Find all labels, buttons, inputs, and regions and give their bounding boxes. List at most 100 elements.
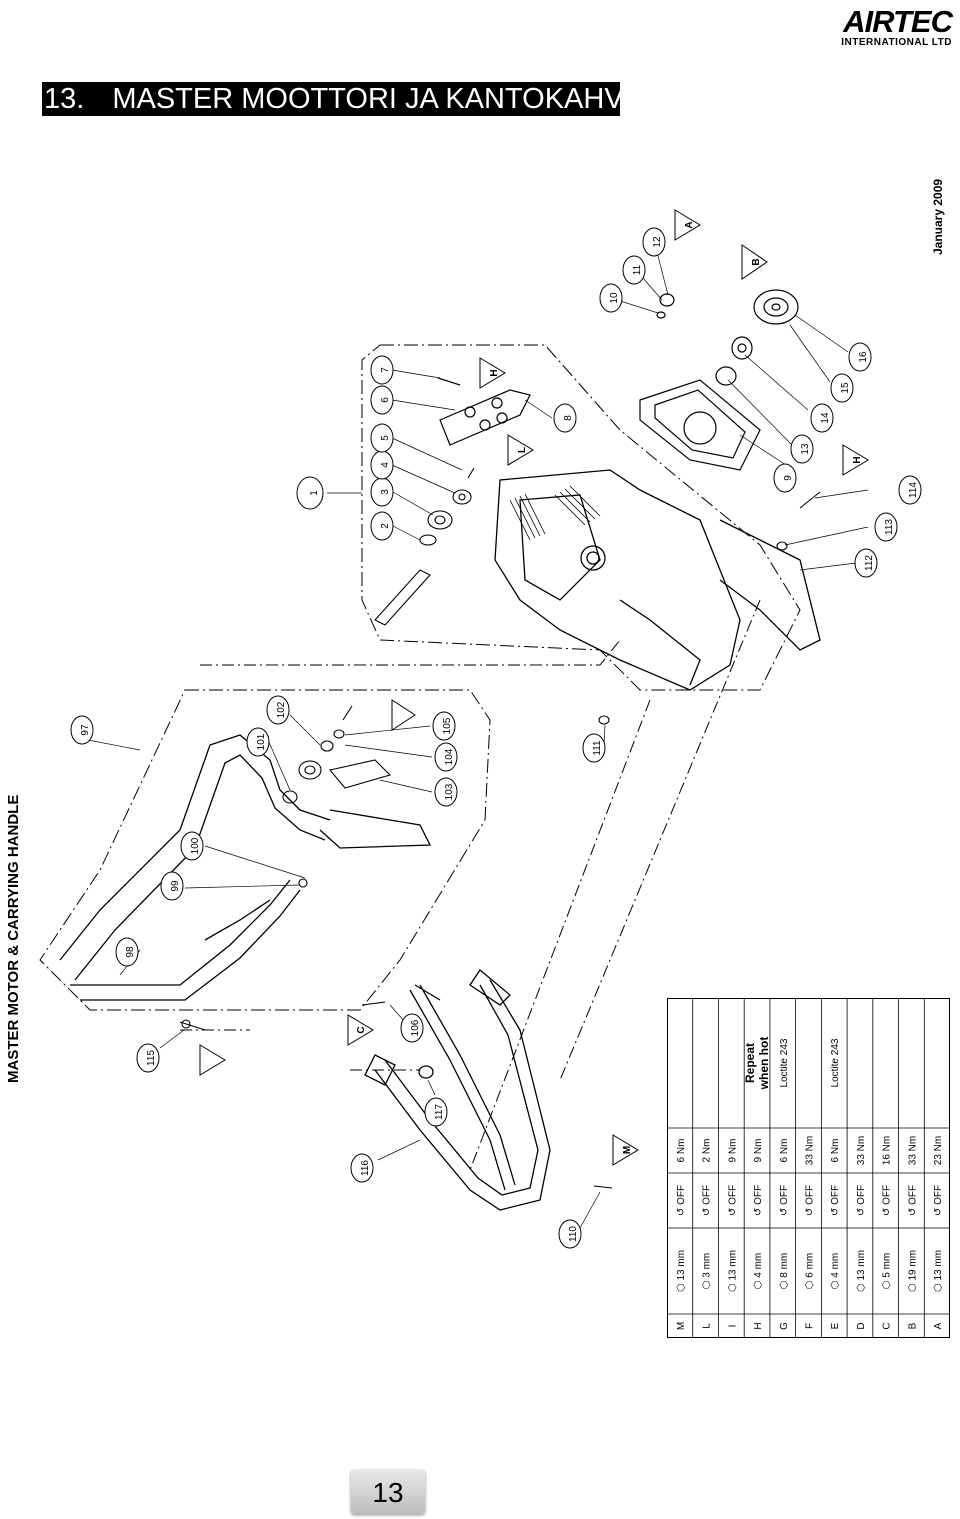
torque-torque-A: 23 Nm	[933, 1136, 944, 1165]
callout-114: 114	[908, 482, 919, 498]
callout-104: 104	[444, 748, 455, 765]
torque-tool-C: ⬡ 5 mm	[882, 1253, 893, 1290]
torque-tool-G: ⬡ 8 mm	[779, 1253, 790, 1290]
handle-hardware	[282, 705, 392, 888]
torque-tool-A: ⬡ 13 mm	[933, 1250, 944, 1292]
torque-tool-E: ⬡ 4 mm	[830, 1253, 841, 1290]
callout-1: 1	[309, 490, 320, 496]
callout-9: 9	[783, 475, 794, 481]
torque-torque-H: 9 Nm	[753, 1139, 764, 1163]
torque-ref-B: B	[907, 1322, 918, 1329]
callout-112: 112	[864, 555, 875, 571]
torque-torque-B: 33 Nm	[907, 1136, 918, 1165]
torque-tool-H: ⬡ 4 mm	[753, 1253, 764, 1290]
callout-113: 113	[884, 519, 895, 535]
torque-tool-I: ⬡ 13 mm	[727, 1250, 738, 1292]
torque-ref-H: H	[753, 1322, 764, 1329]
torque-tool-M: ⬡ 13 mm	[676, 1250, 687, 1292]
callout-115: 115	[146, 1050, 157, 1066]
handle-tube-97	[59, 734, 432, 1001]
callout-15: 15	[840, 382, 851, 394]
torque-tool-D: ⬡ 13 mm	[856, 1250, 867, 1292]
torque-torque-I: 9 Nm	[727, 1139, 738, 1163]
callout-7: 7	[380, 367, 391, 373]
section-number: 13.	[44, 83, 85, 115]
torque-note-G: Loctite 243	[779, 1038, 790, 1087]
torque-torque-L: 2 Nm	[702, 1139, 713, 1163]
callouts	[70, 227, 922, 1249]
torque-tool-B: ⬡ 19 mm	[907, 1250, 918, 1292]
torque-action-G: ↺ OFF	[779, 1185, 790, 1216]
torque-action-A: ↺ OFF	[933, 1185, 944, 1216]
logo-wordmark: AIRTEC	[843, 4, 953, 39]
torque-action-L: ↺ OFF	[702, 1185, 713, 1216]
torque-ref-E: E	[830, 1322, 841, 1329]
callout-105: 105	[442, 717, 453, 734]
airtec-logo: AIRTEC INTERNATIONAL LTD	[826, 4, 953, 48]
torque-tool-L: ⬡ 3 mm	[702, 1253, 713, 1290]
marker-H: H	[852, 456, 863, 463]
torque-action-F: ↺ OFF	[805, 1185, 816, 1216]
torque-torque-G: 6 Nm	[779, 1139, 790, 1163]
pulley-group	[656, 289, 799, 386]
torque-ref-I: I	[727, 1325, 738, 1328]
callout-97: 97	[80, 724, 91, 736]
marker-H-upper: H	[489, 369, 500, 376]
markers	[199, 209, 869, 1166]
torque-action-C: ↺ OFF	[882, 1185, 893, 1216]
carrying-frame-116	[364, 969, 551, 1211]
marker-M: M	[622, 1146, 633, 1154]
callout-12: 12	[652, 236, 663, 248]
callout-13: 13	[800, 443, 811, 455]
callout-8: 8	[563, 415, 574, 421]
torque-torque-M: 6 Nm	[676, 1139, 687, 1163]
torque-torque-D: 33 Nm	[856, 1136, 867, 1165]
callout-106: 106	[410, 1019, 421, 1036]
torque-ref-D: D	[856, 1322, 867, 1329]
callout-14: 14	[820, 412, 831, 424]
callout-100: 100	[190, 837, 201, 854]
marker-L: L	[517, 447, 528, 453]
bracket-8	[437, 377, 531, 446]
marker-A: A	[684, 221, 695, 228]
page-number: 13	[351, 1470, 425, 1514]
torque-ref-C: C	[882, 1322, 893, 1329]
callout-6: 6	[380, 397, 391, 403]
torque-ref-L: L	[702, 1323, 713, 1329]
callout-117: 117	[434, 1104, 445, 1120]
callout-111: 111	[592, 740, 603, 756]
callout-5: 5	[380, 435, 391, 441]
torque-ref-G: G	[779, 1322, 790, 1330]
torque-torque-E: 6 Nm	[830, 1139, 841, 1163]
torque-action-M: ↺ OFF	[676, 1185, 687, 1216]
torque-note-E: Loctite 243	[830, 1038, 841, 1087]
callout-103: 103	[444, 783, 455, 800]
group-97-boundary	[39, 689, 491, 1011]
callout-16: 16	[858, 351, 869, 363]
torque-table: M ⬡ 13 mm ↺ OFF 6 Nm L ⬡ 3 mm ↺ OFF 2 Nm I ⬡ 13 m…	[667, 998, 950, 1338]
torque-tool-F: ⬡ 6 mm	[805, 1253, 816, 1290]
callout-4: 4	[380, 462, 391, 468]
fan-housing	[639, 379, 761, 471]
callout-11: 11	[632, 264, 643, 275]
marker-C: C	[356, 1026, 367, 1033]
torque-torque-F: 33 Nm	[805, 1136, 816, 1165]
torque-action-D: ↺ OFF	[856, 1185, 867, 1216]
callout-116: 116	[360, 1160, 371, 1176]
callout-99: 99	[170, 880, 181, 892]
engine-body	[494, 469, 821, 691]
torque-torque-C: 16 Nm	[882, 1136, 893, 1165]
torque-action-E: ↺ OFF	[830, 1185, 841, 1216]
torque-ref-M: M	[676, 1322, 687, 1330]
callout-3: 3	[380, 489, 391, 495]
torque-ref-F: F	[805, 1323, 816, 1329]
callout-102: 102	[276, 701, 287, 718]
marker-B: B	[751, 258, 762, 265]
logo-subtitle: INTERNATIONAL LTD	[841, 37, 952, 48]
callout-10: 10	[609, 292, 620, 304]
torque-action-B: ↺ OFF	[907, 1185, 918, 1216]
torque-action-I: ↺ OFF	[727, 1185, 738, 1216]
torque-action-H: ↺ OFF	[753, 1185, 764, 1216]
callout-110: 110	[568, 1226, 579, 1242]
